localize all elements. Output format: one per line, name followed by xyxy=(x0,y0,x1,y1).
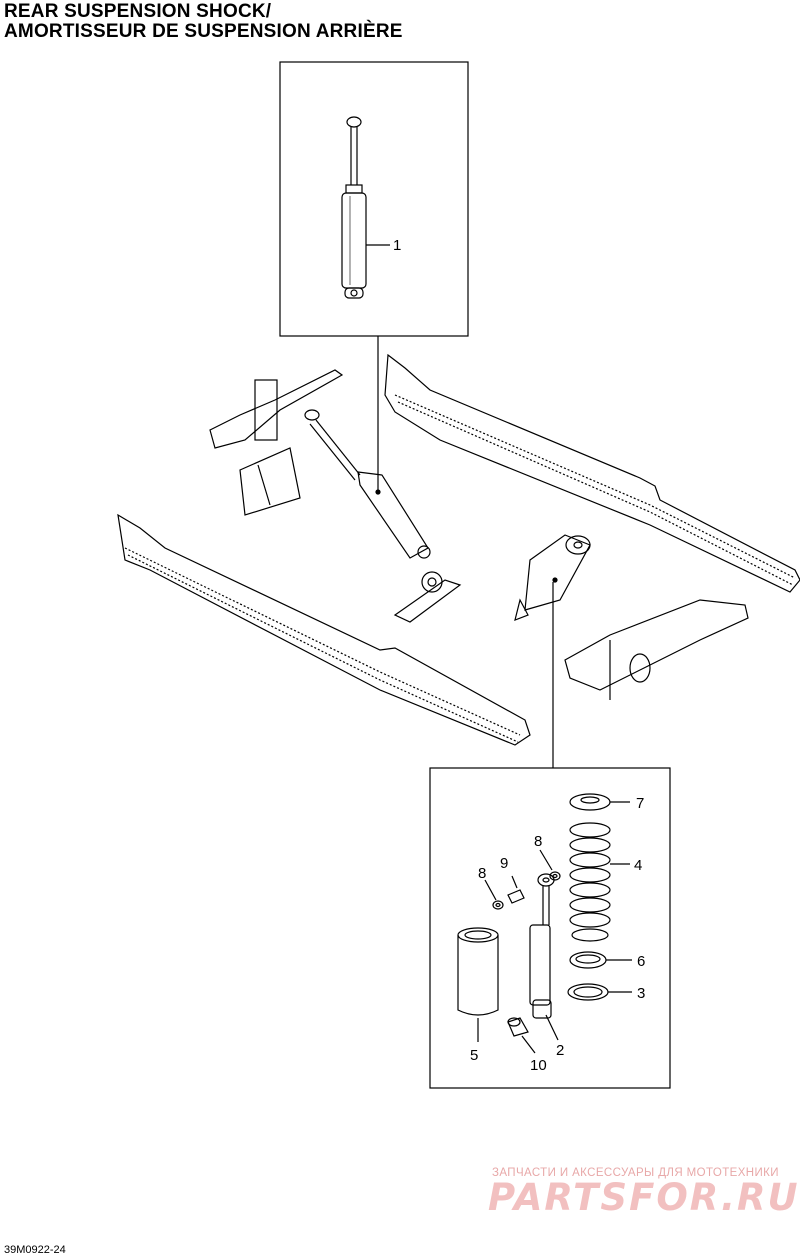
watermark-logo: PARTSFOR.RU xyxy=(488,1176,800,1219)
callout-1: 1 xyxy=(393,237,401,254)
rear-shock-assembled xyxy=(514,534,591,621)
title-french: AMORTISSEUR DE SUSPENSION ARRIÈRE xyxy=(4,21,403,42)
callout-6: 6 xyxy=(637,953,645,970)
watermark-tagline: ЗАПЧАСТИ И АКСЕССУАРЫ ДЛЯ МОТОТЕХНИКИ xyxy=(492,1167,779,1179)
callout-10: 10 xyxy=(530,1057,547,1074)
ring-part-3 xyxy=(567,983,609,1001)
callout-4: 4 xyxy=(634,857,642,874)
washer-part-8-left xyxy=(492,900,504,910)
right-slide-rail xyxy=(384,353,800,593)
spacer-part-9 xyxy=(507,889,525,904)
spring-part-4 xyxy=(569,822,611,942)
lower-bracket xyxy=(393,571,462,623)
washer-part-8-right xyxy=(549,871,561,881)
page-title: REAR SUSPENSION SHOCK/ AMORTISSEUR DE SU… xyxy=(4,2,403,42)
front-arm xyxy=(209,369,344,516)
front-shock-part-1 xyxy=(341,116,367,299)
rear-arm xyxy=(564,599,749,700)
ring-part-6 xyxy=(569,951,607,969)
figure-reference-code: 39M0922-24 xyxy=(4,1244,66,1256)
callout-9: 9 xyxy=(500,855,508,872)
detail-box-rear-shock xyxy=(429,767,671,1089)
spring-retainer-part-7 xyxy=(569,793,611,811)
callout-2: 2 xyxy=(556,1042,564,1059)
callout-3: 3 xyxy=(637,985,645,1002)
bushing-part-10 xyxy=(507,1017,529,1037)
bellows-part-5 xyxy=(457,927,499,1016)
detail-box-front-shock xyxy=(279,61,469,337)
title-english: REAR SUSPENSION SHOCK/ xyxy=(4,1,272,22)
callout-5: 5 xyxy=(470,1047,478,1064)
front-shock-assembled xyxy=(304,409,431,559)
callout-8-left: 8 xyxy=(478,865,486,882)
left-slide-rail xyxy=(117,513,531,746)
callout-8-right: 8 xyxy=(534,833,542,850)
shock-body-part-2 xyxy=(529,873,555,1019)
callout-7: 7 xyxy=(636,795,644,812)
